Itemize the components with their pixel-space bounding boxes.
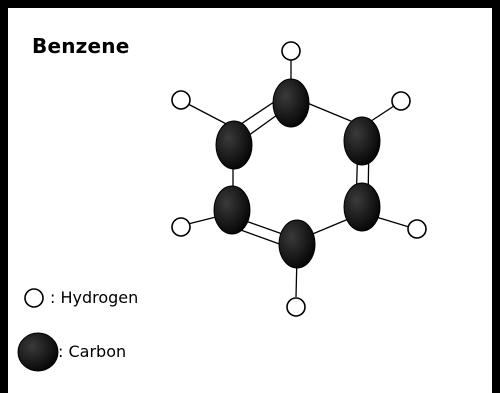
hydrogen-atom-5	[171, 217, 191, 237]
legend-carbon-label: : Carbon	[58, 342, 127, 361]
bond-c1-c2	[299, 99, 359, 125]
bond-c4-c5-b	[237, 228, 286, 247]
carbon-atom-5	[213, 185, 251, 235]
legend-carbon-icon	[17, 332, 59, 372]
hydrogen-atom-1	[281, 41, 301, 61]
hydrogen-atom-6	[171, 90, 191, 110]
carbon-atom-4	[278, 219, 316, 269]
legend-hydrogen-label: : Hydrogen	[50, 288, 139, 307]
carbon-atom-6	[215, 120, 253, 170]
hydrogen-atoms	[171, 41, 427, 317]
frame-border-top	[0, 0, 500, 8]
legend-hydrogen-icon	[24, 288, 44, 308]
hydrogen-atom-4	[286, 297, 306, 317]
frame-border-right	[492, 0, 500, 393]
hydrogen-atom-2	[391, 91, 411, 111]
hydrogen-atom-3	[407, 219, 427, 239]
frame-border-left	[0, 0, 8, 393]
carbon-atoms	[213, 78, 381, 269]
carbon-atom-3	[343, 182, 381, 232]
carbon-atom-1	[272, 78, 310, 128]
carbon-atom-2	[343, 116, 381, 166]
diagram-title: Benzene	[32, 34, 130, 58]
legend-symbols	[17, 288, 59, 372]
